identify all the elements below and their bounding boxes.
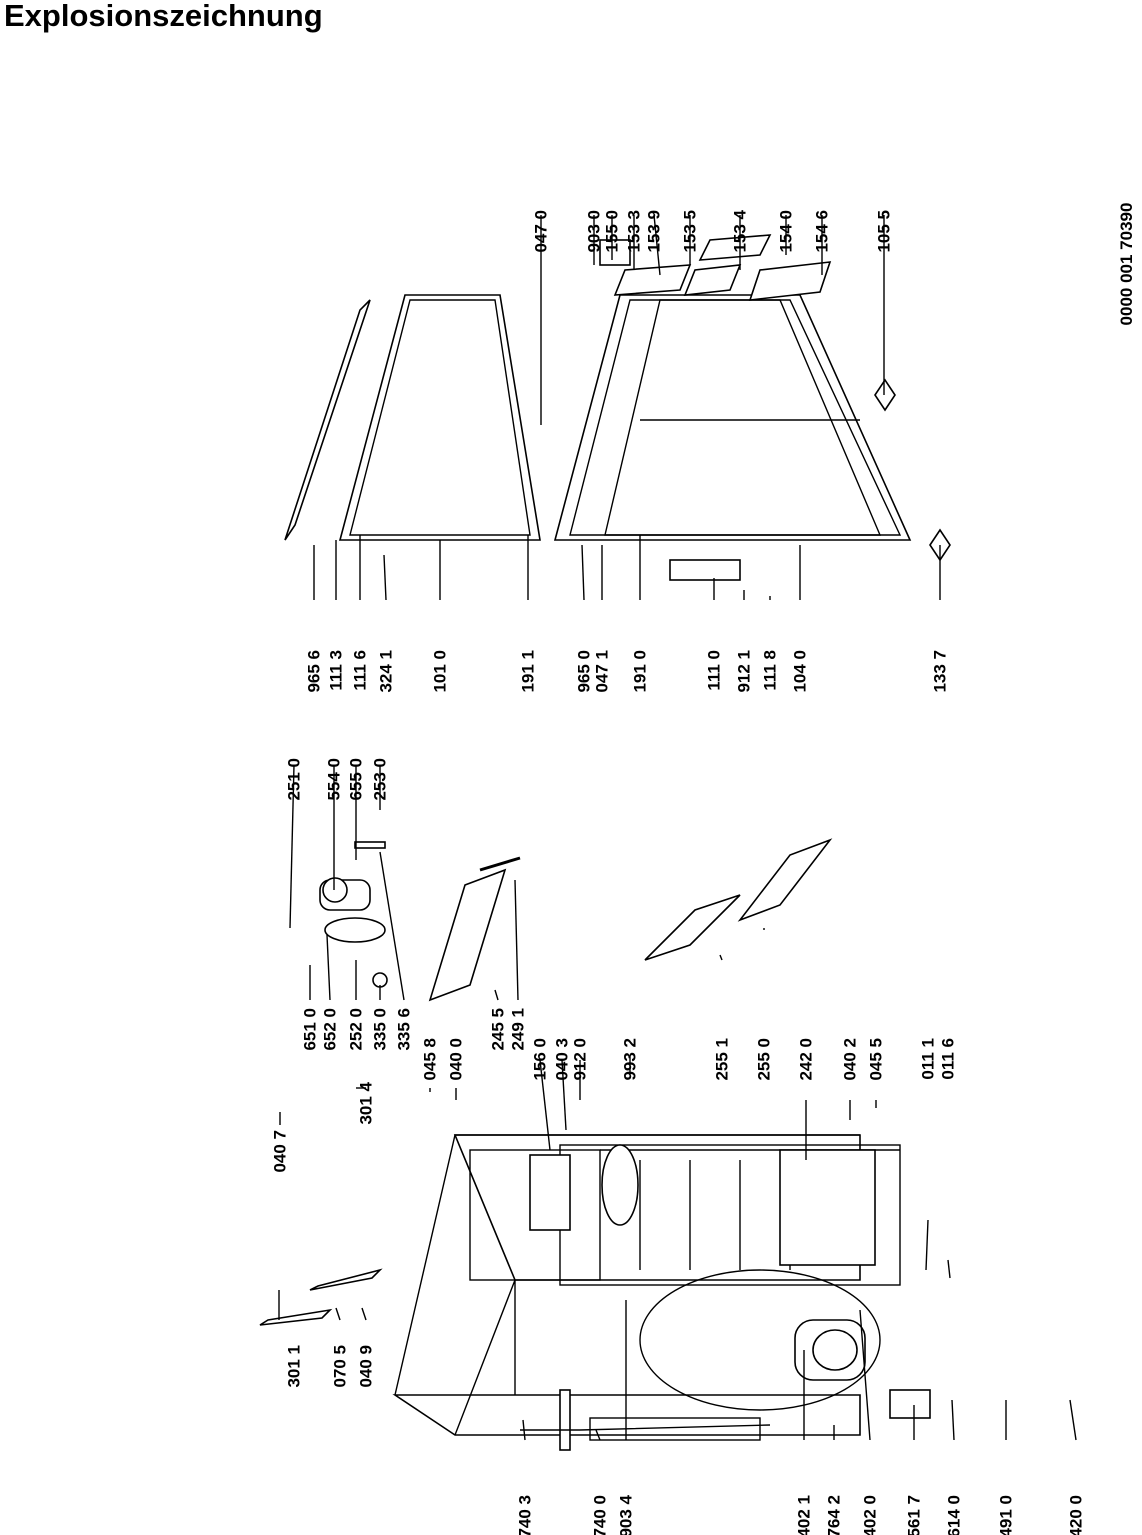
part-label: 652 0 (321, 1008, 340, 1051)
part-label: 045 5 (867, 1038, 886, 1081)
part-label: 252 0 (347, 1008, 366, 1051)
part-label: 191 1 (519, 650, 538, 693)
part-label: 561 7 (905, 1495, 924, 1535)
part-label: 191 0 (631, 650, 650, 693)
leader-line (361, 1307, 367, 1321)
part-label: 040 7 (271, 1130, 290, 1173)
part-label: 155 0 (603, 210, 622, 253)
part-label: 154 0 (777, 210, 796, 253)
part-label: 047 1 (593, 650, 612, 693)
leader-line (289, 764, 295, 929)
leader-line (335, 1307, 341, 1321)
part-label: 242 0 (797, 1038, 816, 1081)
part-label: 740 3 (516, 1495, 535, 1535)
leader-line (1069, 1399, 1077, 1441)
leader-line (951, 1399, 955, 1441)
cabinet-body (392, 1134, 901, 1436)
part-label: 111 3 (327, 650, 346, 691)
leader-line (539, 1059, 551, 1151)
leader-line (514, 879, 519, 1001)
part-label: 301 4 (357, 1081, 376, 1124)
part-label: 740 0 (591, 1495, 610, 1535)
part-label: 255 0 (755, 1038, 774, 1081)
leader-line (494, 989, 499, 1001)
ventilation-grille (520, 1389, 771, 1451)
top-rails (259, 1268, 383, 1326)
leader-line (522, 1419, 526, 1441)
callout-labels: 301 1 070 5 040 9 040 7 301 4 740 3 740 0 903 4… (271, 209, 1086, 1535)
part-label: 040 2 (841, 1038, 860, 1081)
page-title: Explosionszeichnung (4, 0, 323, 33)
part-label: 245 5 (489, 1008, 508, 1051)
part-label: 965 0 (575, 650, 594, 693)
thermostat-group (319, 841, 388, 988)
leader-line (383, 554, 387, 601)
compressor (794, 1319, 931, 1419)
part-label: 903 0 (585, 210, 604, 253)
part-label: 040 0 (447, 1038, 466, 1081)
part-label: 420 0 (1067, 1495, 1086, 1535)
leader-line (653, 214, 661, 276)
part-label: 491 0 (997, 1495, 1016, 1535)
part-label: 011 6 (939, 1038, 958, 1080)
part-label: 154 6 (813, 210, 832, 253)
part-label: 651 0 (301, 1008, 320, 1051)
part-label: 047 0 (532, 210, 551, 253)
part-label: 764 2 (825, 1495, 844, 1535)
leader-line (561, 1059, 567, 1131)
part-label: 335 0 (371, 1008, 390, 1051)
part-label: 045 8 (421, 1038, 440, 1081)
part-label: 324 1 (377, 650, 396, 693)
part-label: 040 9 (357, 1345, 376, 1388)
part-label: 105 5 (875, 210, 894, 253)
document-number: 0000 001 70390 (1117, 203, 1136, 326)
part-label: 104 0 (791, 650, 810, 693)
leader-line (326, 934, 331, 1001)
part-label: 965 6 (305, 650, 324, 693)
part-label: 301 1 (285, 1345, 304, 1388)
glass-shelves (644, 838, 833, 961)
part-label: 402 0 (861, 1495, 880, 1535)
part-label: 402 1 (795, 1495, 814, 1535)
part-label: 153 3 (625, 210, 644, 253)
part-label: 255 1 (713, 1038, 732, 1081)
part-label: 111 6 (351, 650, 370, 691)
leader-line (595, 1429, 601, 1441)
leader-line (947, 1259, 951, 1279)
part-label: 253 0 (371, 758, 390, 801)
part-label: 153 4 (731, 209, 750, 252)
leader-line (719, 954, 723, 961)
part-label: 111 0 (705, 650, 724, 691)
part-label: 153 9 (645, 210, 664, 253)
part-label: 614 0 (945, 1495, 964, 1535)
part-label: 040 3 (553, 1038, 572, 1081)
part-label: 912 1 (735, 650, 754, 693)
part-label: 156 0 (531, 1038, 550, 1081)
part-label: 101 0 (431, 650, 450, 693)
leader-line (859, 1309, 871, 1441)
leader-line (925, 1219, 929, 1271)
part-label: 111 8 (761, 650, 780, 691)
part-label: 070 5 (331, 1345, 350, 1388)
part-label: 993 2 (621, 1038, 640, 1081)
part-label: 554 0 (325, 758, 344, 801)
fridge-door (553, 294, 912, 541)
part-label: 133 7 (931, 650, 950, 693)
part-label: 655 0 (347, 758, 366, 801)
part-label: 249 1 (509, 1008, 528, 1051)
part-label: 153 5 (681, 210, 700, 253)
part-label: 903 4 (617, 1494, 636, 1535)
part-label: 335 6 (395, 1008, 414, 1051)
wire-shelf (428, 856, 521, 1002)
part-label: 011 1 (919, 1038, 938, 1080)
leader-line (379, 851, 405, 1001)
part-label: 251 0 (285, 758, 304, 801)
leader-line (581, 544, 585, 601)
part-label: 912 0 (571, 1038, 590, 1081)
freezer-door (284, 294, 541, 541)
